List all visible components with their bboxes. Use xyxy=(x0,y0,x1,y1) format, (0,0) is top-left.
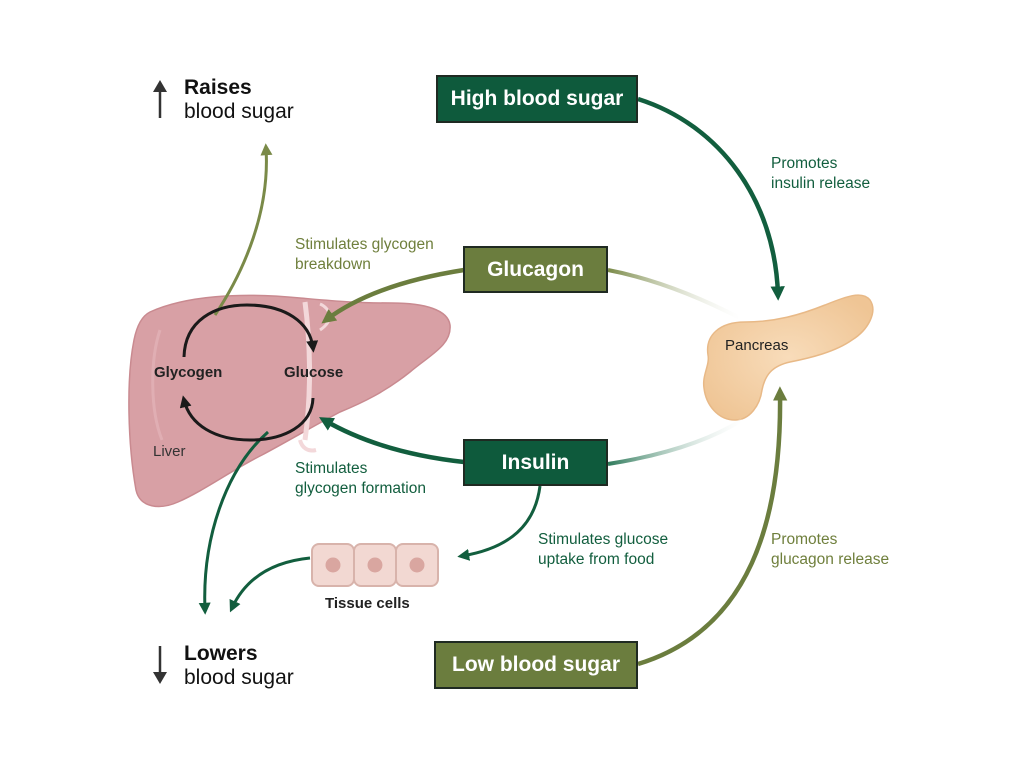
lowers-rest: blood sugar xyxy=(184,666,294,689)
stimulates-uptake-label: Stimulates glucose uptake from food xyxy=(538,530,668,570)
up-arrow-icon xyxy=(153,80,167,118)
promotes-insulin-label: Promotes insulin release xyxy=(771,154,870,194)
liver-label: Liver xyxy=(153,443,186,460)
tissue-cells-illustration xyxy=(311,543,439,587)
pancreas-label: Pancreas xyxy=(725,337,789,354)
glucagon-box: Glucagon xyxy=(463,246,608,293)
lowers-label: Lowers blood sugar xyxy=(184,642,294,690)
promotes-insulin-line2: insulin release xyxy=(771,175,871,192)
raises-rest: blood sugar xyxy=(184,100,294,123)
arrow-tissue-to-lowers xyxy=(229,556,311,613)
promotes-glucagon-line1: Promotes xyxy=(771,531,838,548)
arrow-liver-to-raises xyxy=(213,143,273,316)
arrow-glucose-to-glycogen xyxy=(179,395,315,442)
line-pancreas-glucagon xyxy=(607,268,741,320)
stimulates-formation-line2: glycogen formation xyxy=(295,480,426,497)
stimulates-breakdown-line2: breakdown xyxy=(295,256,371,273)
high-blood-sugar-box: High blood sugar xyxy=(436,75,638,123)
lowers-bold: Lowers xyxy=(184,642,258,665)
promotes-glucagon-line2: glucagon release xyxy=(771,551,890,568)
low-blood-sugar-box: Low blood sugar xyxy=(434,641,638,689)
stimulates-breakdown-label: Stimulates glycogen breakdown xyxy=(295,235,434,275)
glucose-label: Glucose xyxy=(284,364,344,381)
line-pancreas-insulin xyxy=(607,418,744,466)
arrow-glucagon-to-liver xyxy=(321,267,465,324)
promotes-insulin-line1: Promotes xyxy=(771,155,838,172)
liver-illustration xyxy=(128,294,451,508)
raises-label: Raises blood sugar xyxy=(184,76,294,124)
arrow-liver-to-lowers xyxy=(198,430,269,615)
arrow-glycogen-to-glucose xyxy=(182,303,319,358)
arrow-insulin-to-tissue xyxy=(457,485,542,561)
arrow-high-to-pancreas xyxy=(637,96,785,301)
promotes-glucagon-label: Promotes glucagon release xyxy=(771,530,889,570)
down-arrow-icon xyxy=(153,646,167,684)
pancreas-illustration xyxy=(702,294,874,421)
arrow-insulin-to-liver xyxy=(319,417,465,465)
insulin-box: Insulin xyxy=(463,439,608,486)
glycogen-label: Glycogen xyxy=(154,364,223,381)
stimulates-uptake-line2: uptake from food xyxy=(538,551,655,568)
stimulates-uptake-line1: Stimulates glucose xyxy=(538,531,669,548)
stimulates-breakdown-line1: Stimulates glycogen xyxy=(295,236,434,253)
stimulates-formation-line1: Stimulates xyxy=(295,460,368,477)
arrow-low-to-pancreas xyxy=(637,386,788,667)
raises-bold: Raises xyxy=(184,76,252,99)
stimulates-formation-label: Stimulates glycogen formation xyxy=(295,459,426,499)
tissue-cells-label: Tissue cells xyxy=(325,595,410,612)
